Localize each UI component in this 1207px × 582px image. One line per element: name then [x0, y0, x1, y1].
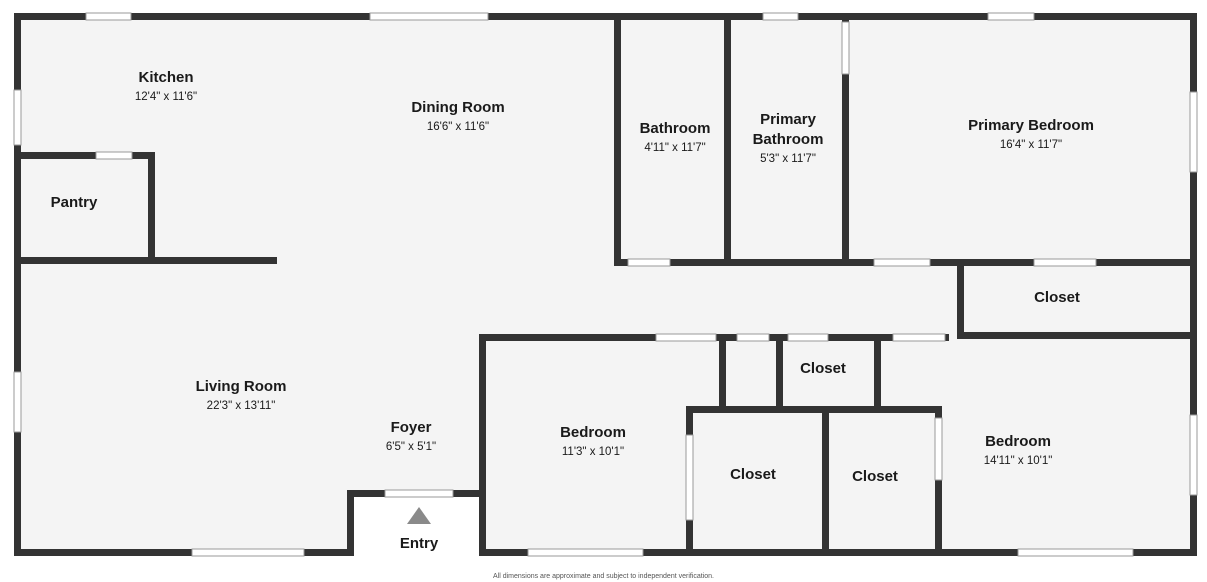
room-dims: 22'3" x 13'11" — [206, 400, 276, 412]
room-name: Pantry — [50, 194, 98, 211]
room-dims: 16'6" x 11'6" — [426, 121, 490, 133]
room-dims: 6'5" x 5'1" — [385, 441, 437, 453]
room-foyer: Foyer 6'5" x 5'1" — [386, 418, 436, 455]
entry-notch — [353, 496, 481, 556]
room-name: Entry — [399, 535, 439, 552]
room-primary-bathroom: Primary Bathroom 5'3" x 11'7" — [753, 110, 824, 167]
room-name: Living Room — [195, 378, 287, 395]
room-name: Primary Bedroom — [968, 117, 1094, 134]
room-dims: 4'11" x 11'7" — [644, 142, 706, 154]
room-dims: 11'3" x 10'1" — [561, 446, 625, 458]
disclaimer: All dimensions are approximate and subje… — [492, 573, 715, 580]
room-entry: Entry — [400, 534, 438, 554]
room-name: Bedroom — [985, 433, 1051, 450]
room-dims: 12'4" x 11'6" — [134, 91, 198, 103]
room-living: Living Room 22'3" x 13'11" — [196, 377, 287, 414]
room-kitchen: Kitchen 12'4" x 11'6" — [135, 68, 197, 105]
room-dims: 16'4" x 11'7" — [999, 139, 1063, 151]
room-name: Dining Room — [411, 99, 505, 116]
room-closet-4: Closet — [852, 467, 898, 487]
room-closet-1: Closet — [1034, 288, 1080, 308]
room-dining: Dining Room 16'6" x 11'6" — [411, 98, 504, 135]
windows — [13, 12, 1198, 557]
room-bedroom-2: Bedroom 14'11" x 10'1" — [984, 432, 1053, 469]
room-name: Closet — [800, 360, 846, 377]
triangle-up-icon — [407, 507, 431, 524]
room-name: Kitchen — [138, 69, 194, 86]
room-name: Closet — [730, 466, 776, 483]
room-bathroom: Bathroom 4'11" x 11'7" — [640, 119, 711, 156]
room-dims: 14'11" x 10'1" — [983, 455, 1053, 467]
room-bedroom-1: Bedroom 11'3" x 10'1" — [560, 423, 626, 460]
room-closet-3: Closet — [730, 465, 776, 485]
room-name: Closet — [1034, 289, 1080, 306]
room-name: Bathroom — [639, 120, 711, 137]
room-name: Bedroom — [560, 424, 626, 441]
room-closet-2: Closet — [800, 359, 846, 379]
room-name: Foyer — [390, 419, 432, 436]
room-pantry: Pantry — [51, 193, 98, 213]
room-name: Closet — [852, 468, 898, 485]
room-dims: 5'3" x 11'7" — [760, 153, 816, 165]
room-primary-bedroom: Primary Bedroom 16'4" x 11'7" — [968, 116, 1094, 153]
floor-area — [18, 17, 1193, 552]
room-name: Primary Bathroom — [752, 111, 824, 148]
